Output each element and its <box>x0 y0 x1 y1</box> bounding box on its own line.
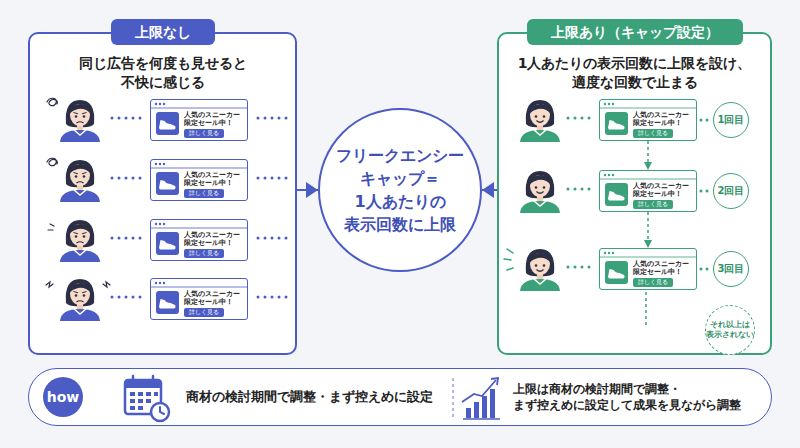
panel-subtitle: 1人あたりの表示回数に上限を設け、 適度な回数で止まる <box>499 54 770 92</box>
connector <box>297 189 318 191</box>
growth-chart-icon <box>462 378 500 419</box>
ad-card: 人気のスニーカー 限定セール中！ 詳しく見る <box>150 278 248 320</box>
how-badge: how <box>43 377 83 417</box>
count-label: 1回目 <box>718 113 745 127</box>
count-circle: 2回目 <box>713 173 749 209</box>
ad-card: 人気のスニーカー 限定セール中！ 詳しく見る <box>150 159 248 201</box>
badge-text: how <box>47 389 80 405</box>
connector <box>647 141 649 170</box>
dotted-line <box>568 118 592 267</box>
panel-heading: 上限あり（キャップ設定） <box>527 19 743 45</box>
connector <box>701 190 709 193</box>
limit-circle: それ以上は 表示されない <box>705 305 755 355</box>
connector <box>647 212 649 248</box>
ad-text: 人気のスニーカー 限定セール中！ <box>184 111 246 127</box>
frustration-marks <box>46 98 110 287</box>
ad-text: 人気のスニーカー 限定セール中！ <box>184 231 246 247</box>
definition-circle: フリークエンシー キャップ＝ 1人あたりの 表示回数に上限 <box>318 108 482 272</box>
joy-marks <box>504 249 513 270</box>
ad-button: 詳しく見る <box>184 189 224 198</box>
face-illustration <box>60 160 100 202</box>
face-illustration <box>60 220 100 262</box>
definition-text: フリークエンシー キャップ＝ 1人あたりの 表示回数に上限 <box>330 144 470 236</box>
panel-subtitle: 同じ広告を何度も見せると 不快に感じる <box>30 54 295 92</box>
dashed-line <box>645 292 647 326</box>
panel: 上限あり（キャップ設定）1人あたりの表示回数に上限を設け、 適度な回数で止まる人… <box>497 32 772 355</box>
separator <box>452 378 454 418</box>
panel: 上限なし同じ広告を何度も見せると 不快に感じる人気のスニーカー 限定セール中！詳… <box>28 32 297 355</box>
face-illustration <box>60 100 100 142</box>
ad-text: 人気のスニーカー 限定セール中！ <box>184 290 246 306</box>
ad-card: 人気のスニーカー 限定セール中！ 詳しく見る <box>150 219 248 261</box>
ad-text: 人気のスニーカー 限定セール中！ <box>633 260 695 276</box>
ad-card: 人気のスニーカー 限定セール中！ 詳しく見る <box>599 248 697 290</box>
connector <box>482 189 497 191</box>
ad-text: 人気のスニーカー 限定セール中！ <box>184 171 246 187</box>
ad-button: 詳しく見る <box>633 129 673 138</box>
ad-button: 詳しく見る <box>633 278 673 287</box>
face-illustration <box>520 249 560 291</box>
ad-card: 人気のスニーカー 限定セール中！ 詳しく見る <box>150 99 248 141</box>
count-label: 2回目 <box>718 184 745 198</box>
count-circle: 1回目 <box>713 102 749 138</box>
ad-button: 詳しく見る <box>184 129 224 138</box>
ad-text: 人気のスニーカー 限定セール中！ <box>633 111 695 127</box>
calendar-icon <box>125 376 169 421</box>
panel-heading: 上限なし <box>111 19 215 45</box>
how-text: 上限は商材の検討期間で調整・ まず控えめに設定して成果を見ながら調整 <box>513 381 783 413</box>
limit-note: それ以上は 表示されない <box>706 320 754 340</box>
ad-button: 詳しく見る <box>633 200 673 209</box>
ad-card: 人気のスニーカー 限定セール中！ 詳しく見る <box>599 99 697 141</box>
ad-button: 詳しく見る <box>184 249 224 258</box>
connector <box>701 268 709 271</box>
count-label: 3回目 <box>718 262 745 276</box>
how-text: 商材の検討期間で調整・まず控えめに設定 <box>186 389 433 405</box>
face-illustration <box>520 171 560 213</box>
connector <box>701 119 709 122</box>
face-illustration <box>520 100 560 142</box>
dotted-line <box>112 118 288 297</box>
face-illustration <box>60 279 100 321</box>
ad-text: 人気のスニーカー 限定セール中！ <box>633 182 695 198</box>
how-band: 商材の検討期間で調整・まず控えめに設定上限は商材の検討期間で調整・ まず控えめに… <box>28 368 772 426</box>
ad-card: 人気のスニーカー 限定セール中！ 詳しく見る <box>599 170 697 212</box>
ad-button: 詳しく見る <box>184 308 224 317</box>
count-circle: 3回目 <box>713 251 749 287</box>
